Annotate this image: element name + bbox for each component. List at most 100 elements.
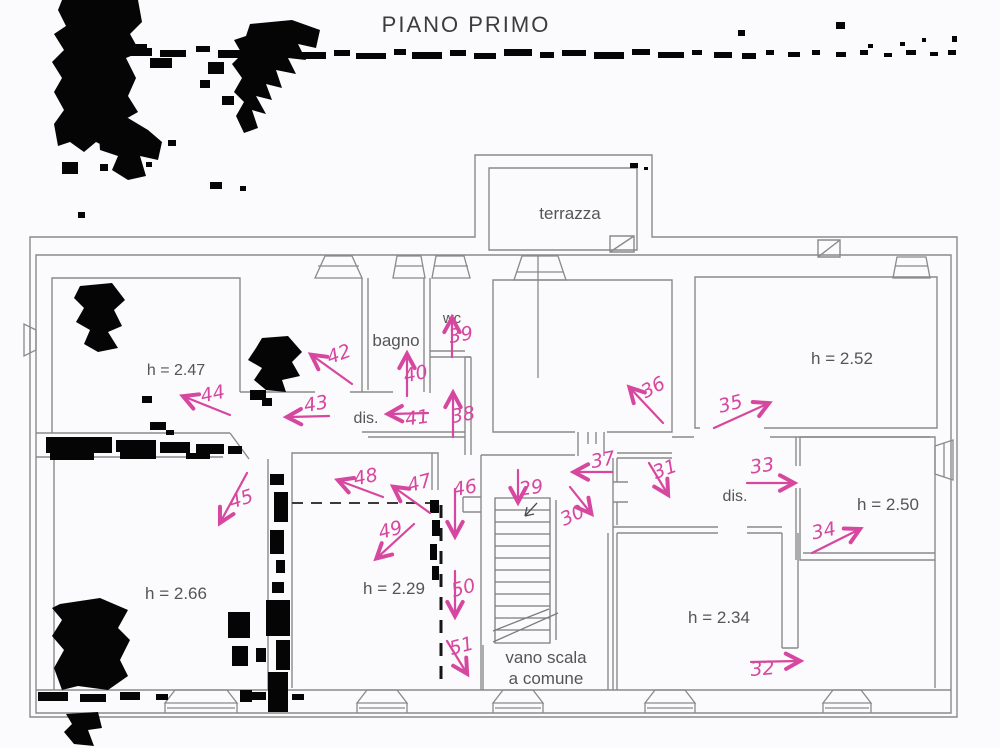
wc-walls bbox=[430, 350, 471, 358]
annotation-38: 38 bbox=[443, 388, 477, 439]
annotation-41: 41 bbox=[383, 404, 431, 431]
stair-hall-walls bbox=[462, 454, 609, 690]
annotation-arrow bbox=[179, 392, 232, 417]
scan-artifact bbox=[52, 598, 130, 690]
window-bottom-4 bbox=[643, 689, 697, 713]
height-label-nw: h = 2.47 bbox=[147, 362, 205, 379]
stair-outline bbox=[494, 497, 557, 644]
annotation-number: 44 bbox=[199, 381, 227, 408]
window-bottom-1 bbox=[163, 689, 239, 713]
stair-treads bbox=[495, 509, 550, 631]
hall-partition-walls bbox=[612, 458, 628, 690]
annotation-number: 39 bbox=[447, 322, 475, 348]
annotation-number: 36 bbox=[637, 372, 669, 403]
scan-artifact bbox=[64, 712, 102, 746]
annotation-arrow bbox=[712, 399, 773, 430]
annotation-29: 29 bbox=[508, 468, 545, 507]
annotation-arrow bbox=[749, 651, 805, 671]
stair-break-lines bbox=[492, 608, 559, 643]
annotation-33: 33 bbox=[745, 453, 799, 493]
room-label-dis-right: dis. bbox=[723, 488, 748, 505]
room-labels: terrazza bagno wc dis. dis. vano scala a… bbox=[145, 204, 919, 688]
annotation-number: 35 bbox=[716, 391, 745, 418]
room-label-dis-left: dis. bbox=[354, 410, 379, 427]
annotation-arrow bbox=[810, 526, 864, 555]
annotation-42: 42 bbox=[307, 340, 354, 386]
window-top-1 bbox=[313, 255, 364, 279]
annotation-arrow bbox=[568, 485, 594, 517]
annotation-43: 43 bbox=[282, 391, 331, 427]
annotation-31: 31 bbox=[647, 455, 680, 499]
annotation-49: 49 bbox=[373, 516, 416, 562]
annotation-37: 37 bbox=[569, 447, 617, 482]
scan-artifact bbox=[98, 118, 162, 180]
window-bottom-3 bbox=[491, 689, 545, 713]
annotation-40: 40 bbox=[397, 349, 430, 398]
terrazza-drain bbox=[609, 235, 635, 253]
annotation-number: 43 bbox=[302, 391, 330, 417]
annotation-48: 48 bbox=[334, 464, 385, 499]
room-label-terrazza: terrazza bbox=[539, 204, 601, 223]
annotation-45: 45 bbox=[217, 471, 256, 527]
annotation-51: 51 bbox=[445, 632, 476, 678]
annotation-arrow bbox=[383, 404, 430, 424]
annotation-number: 42 bbox=[324, 340, 354, 369]
room-label-a-comune: a comune bbox=[509, 669, 584, 688]
annotation-arrow bbox=[217, 471, 249, 527]
room-nw-walls bbox=[51, 277, 241, 433]
page-title: PIANO PRIMO bbox=[381, 12, 551, 37]
window-top-right bbox=[892, 256, 931, 279]
annotation-number: 45 bbox=[226, 485, 256, 513]
room-central-walls bbox=[492, 279, 673, 456]
annotation-number: 49 bbox=[376, 516, 405, 544]
annotation-number: 48 bbox=[352, 464, 380, 491]
window-bottom-2 bbox=[355, 689, 409, 713]
stair-direction-arrow bbox=[524, 502, 538, 517]
room-s-walls bbox=[291, 452, 439, 688]
height-label-sw: h = 2.66 bbox=[145, 584, 207, 603]
height-label-e: h = 2.50 bbox=[857, 495, 919, 514]
annotation-number: 50 bbox=[449, 574, 478, 602]
window-terrace-door bbox=[513, 255, 567, 378]
annotation-number: 32 bbox=[749, 657, 775, 681]
scan-artifacts bbox=[38, 0, 957, 746]
annotation-arrow bbox=[445, 639, 470, 678]
scan-artifact bbox=[232, 20, 320, 133]
height-label-ne: h = 2.52 bbox=[811, 349, 873, 368]
topwall-drain bbox=[817, 239, 841, 258]
annotation-number: 38 bbox=[449, 402, 477, 428]
room-se-partition bbox=[781, 533, 936, 688]
exterior-wall-face bbox=[35, 254, 952, 714]
window-bottom-5 bbox=[821, 689, 873, 713]
bagno-walls bbox=[361, 278, 431, 393]
annotation-arrow bbox=[307, 352, 354, 386]
room-label-vano-scala: vano scala bbox=[505, 648, 587, 667]
annotation-50: 50 bbox=[445, 569, 478, 621]
staircase bbox=[492, 497, 559, 644]
annotation-36: 36 bbox=[626, 372, 669, 425]
annotation-32: 32 bbox=[749, 651, 805, 681]
scan-artifact bbox=[52, 0, 142, 152]
annotation-44: 44 bbox=[179, 381, 232, 417]
windows bbox=[23, 255, 954, 713]
annotation-number: 51 bbox=[447, 632, 476, 660]
window-right-wall bbox=[934, 439, 954, 481]
annotation-30: 30 bbox=[557, 485, 594, 531]
annotation-39: 39 bbox=[442, 313, 475, 359]
annotation-number: 40 bbox=[402, 361, 430, 388]
entry-wall bbox=[464, 356, 472, 455]
annotation-number: 41 bbox=[404, 405, 431, 430]
height-label-s: h = 2.29 bbox=[363, 579, 425, 598]
annotation-number: 47 bbox=[405, 469, 434, 497]
annotation-arrow bbox=[334, 476, 385, 499]
window-top-3 bbox=[431, 255, 471, 279]
annotation-47: 47 bbox=[389, 469, 434, 515]
scan-artifact bbox=[248, 336, 302, 392]
annotation-arrow bbox=[373, 522, 416, 562]
annotation-arrow bbox=[647, 461, 671, 499]
room-label-bagno: bagno bbox=[372, 331, 419, 350]
room-e-walls bbox=[795, 436, 936, 561]
annotation-arrow bbox=[626, 384, 665, 425]
